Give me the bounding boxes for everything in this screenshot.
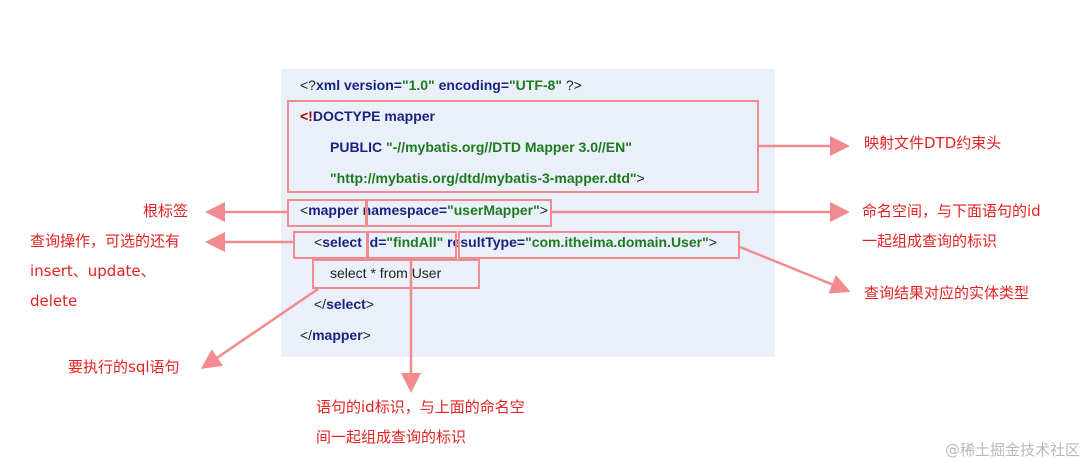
dtd-url-close: > (636, 170, 645, 186)
annotation-namespace-line1: 命名空间，与下面语句的id (862, 202, 1041, 220)
select-open-close: > (708, 234, 717, 250)
dtd-url-line: "http://mybatis.org/dtd/mybatis-3-mapper… (330, 170, 645, 186)
doctype-open: <! (300, 108, 313, 124)
select-close-line: </select> (314, 296, 374, 312)
id-value: "findAll" (386, 234, 444, 250)
annotation-query-op-line1: 查询操作，可选的还有 (30, 232, 181, 250)
xml-decl-encoding-value: "UTF-8" (509, 77, 562, 93)
select-close-bracket: </ (314, 296, 327, 312)
xml-declaration-line: <?xml version="1.0" encoding="UTF-8" ?> (300, 77, 582, 93)
xml-decl-name: xml version= (315, 77, 402, 93)
xml-decl-version: "1.0" (401, 77, 435, 93)
mapper-close-line: </mapper> (300, 327, 371, 343)
annotation-dtd-constraint: 映射文件DTD约束头 (864, 134, 1002, 152)
mapper-open-bracket: < (300, 202, 309, 218)
doctype-highlight-box (287, 100, 759, 193)
id-highlight-box (367, 231, 457, 259)
select-tag: select (322, 234, 366, 250)
public-id-line: PUBLIC "-//mybatis.org//DTD Mapper 3.0//… (330, 139, 632, 155)
mapper-open-close: > (539, 202, 548, 218)
result-type-value: "com.itheima.domain.User" (525, 234, 709, 250)
annotation-query-op-line2: insert、update、 (30, 262, 156, 280)
result-type-attr: resultType= (443, 234, 526, 250)
arrow-result-type (739, 245, 851, 294)
xml-decl-encoding-attr: encoding= (434, 77, 510, 93)
mapper-close-tag: mapper (312, 327, 363, 343)
public-id-value: "-//mybatis.org//DTD Mapper 3.0//EN" (386, 139, 632, 155)
mapper-close-bracket: </ (300, 327, 313, 343)
annotation-namespace-line2: 一起组成查询的标识 (862, 232, 998, 250)
mapper-close-end: > (362, 327, 371, 343)
xml-decl-close: ?> (561, 77, 582, 93)
annotation-id-line2: 间一起组成查询的标识 (316, 428, 467, 446)
annotation-query-op-line3: delete (30, 292, 78, 310)
doctype-line: <!DOCTYPE mapper (300, 108, 435, 124)
watermark: @稀土掘金技术社区 (944, 441, 1080, 459)
id-attr: id= (365, 234, 387, 250)
annotation-id-line1: 语句的id标识，与上面的命名空 (316, 398, 525, 416)
doctype-text: DOCTYPE mapper (312, 108, 435, 124)
select-close-tag: select (326, 296, 366, 312)
namespace-attr: namespace= (362, 202, 448, 218)
annotation-sql-exec: 要执行的sql语句 (68, 358, 180, 376)
dtd-url-value: "http://mybatis.org/dtd/mybatis-3-mapper… (330, 170, 637, 186)
mapper-tag: mapper (308, 202, 363, 218)
public-keyword: PUBLIC (330, 139, 386, 155)
mapper-open-line: <mapper namespace="userMapper"> (300, 202, 548, 218)
arrow-sql (200, 287, 319, 369)
sql-line: select * from User (330, 265, 441, 281)
sql-statement: select * from User (330, 265, 442, 281)
namespace-value: "userMapper" (447, 202, 540, 218)
annotation-result-type: 查询结果对应的实体类型 (864, 284, 1030, 302)
select-open-line: <select id="findAll" resultType="com.ith… (314, 234, 717, 250)
namespace-highlight-box (366, 199, 552, 227)
sql-highlight-box (312, 259, 480, 289)
select-open-bracket: < (314, 234, 323, 250)
annotation-root-tag: 根标签 (143, 202, 189, 220)
result-type-highlight-box (458, 231, 740, 259)
xml-decl-open: <? (300, 77, 316, 93)
select-close-end: > (365, 296, 374, 312)
